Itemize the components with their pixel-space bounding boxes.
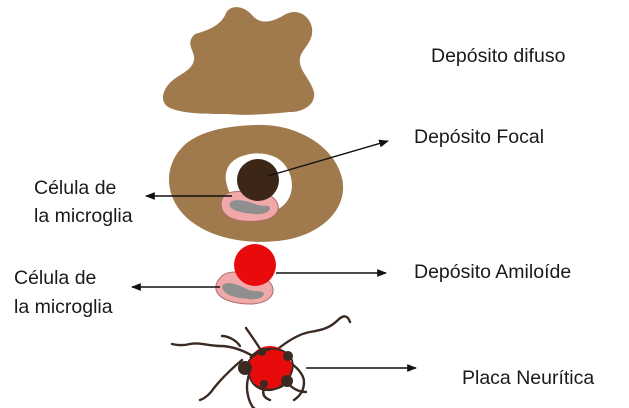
label-diffuse-deposit: Depósito difuso <box>431 45 566 67</box>
label-neuritic-plaque: Placa Neurítica <box>462 367 594 389</box>
label-microglia-1-line1: Célula de <box>34 177 116 199</box>
label-amyloid-deposit: Depósito Amiloíde <box>414 261 571 283</box>
focal-dense-core <box>237 159 279 201</box>
label-microglia-1-line2: la microglia <box>34 205 133 227</box>
diffuse-deposit-shape <box>163 7 314 115</box>
amyloid-deposit-core <box>234 244 276 286</box>
label-microglia-2-line1: Célula de <box>14 267 96 289</box>
label-microglia-2-line2: la microglia <box>14 296 113 318</box>
label-focal-deposit: Depósito Focal <box>414 126 544 148</box>
